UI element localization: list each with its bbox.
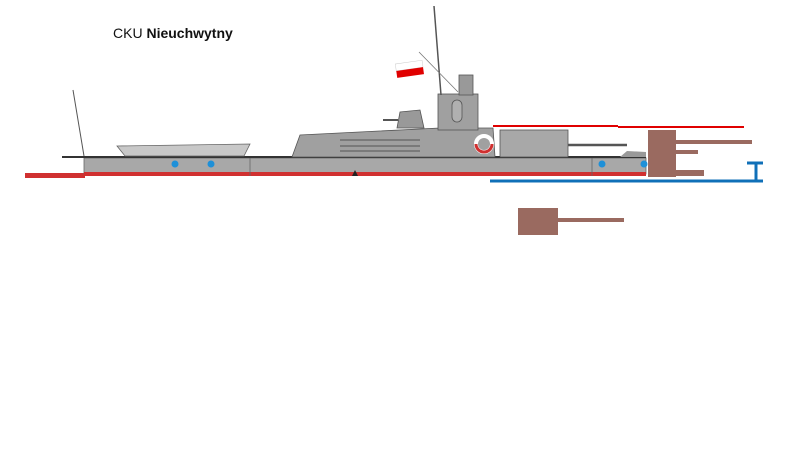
main-turret [499, 129, 569, 158]
tower-hatch [451, 99, 463, 123]
ship-title: CKU Nieuchwytny [113, 25, 233, 41]
mast [433, 5, 442, 96]
hull [83, 157, 647, 175]
ship-name-label: Nieuchwytny [146, 25, 233, 41]
life-ring-stripe [474, 143, 494, 154]
hull-waterline [84, 172, 646, 176]
porthole [598, 160, 606, 168]
superstructure [291, 127, 496, 158]
boat [116, 143, 251, 157]
mast-stay [418, 51, 459, 93]
porthole [640, 160, 648, 168]
stern-waterline [25, 173, 85, 178]
ship-class-label: CKU [113, 25, 143, 41]
porthole [207, 160, 215, 168]
aft-antenna [72, 89, 85, 157]
porthole [171, 160, 179, 168]
small-turret [396, 109, 425, 129]
flag-red [396, 67, 424, 78]
aa-gun-bow [648, 130, 752, 177]
bow-deck [620, 151, 646, 157]
funnel [458, 74, 474, 96]
keel-mark [352, 170, 358, 176]
aa-gun-detached [518, 208, 624, 235]
